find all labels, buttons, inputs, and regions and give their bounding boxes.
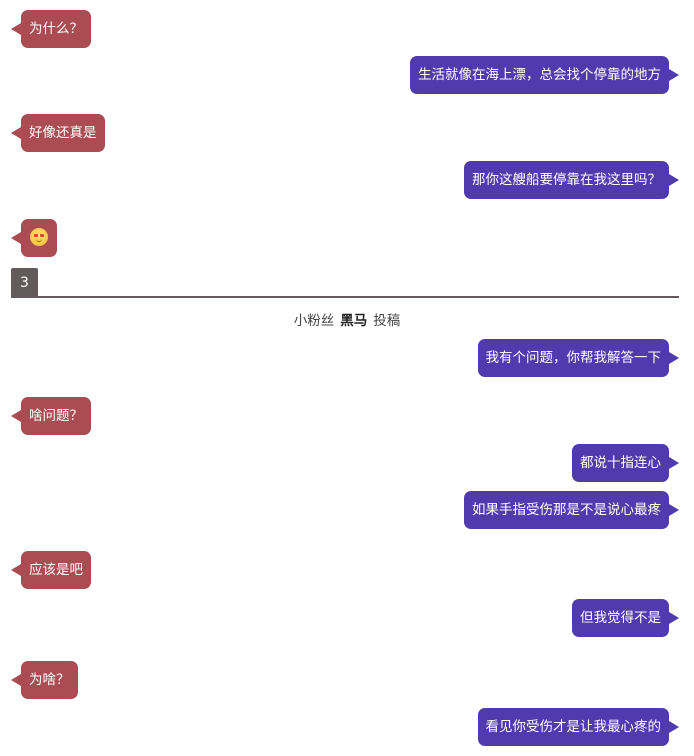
section-number-badge: 3 — [11, 268, 38, 298]
credit-suffix: 投稿 — [373, 313, 401, 329]
blushing-face-emoji-icon — [30, 227, 48, 246]
message-bubble-left: 啥问题？ — [11, 397, 91, 435]
message-bubble-right: 都说十指连心 — [572, 444, 679, 482]
message-bubble-right: 看见你受伤才是让我最心疼的 — [477, 708, 679, 746]
credit-author: 黑马 — [340, 313, 368, 329]
message-bubble-right: 生活就像在海上漂，总会找个停靠的地方 — [410, 56, 679, 94]
credit-prefix: 小粉丝 — [293, 313, 335, 329]
message-bubble-right: 如果手指受伤那是不是说心最疼 — [464, 491, 679, 529]
message-bubble-right: 我有个问题，你帮我解答一下 — [477, 339, 679, 377]
message-bubble-left: 好像还真是 — [11, 114, 105, 152]
section-divider — [11, 296, 679, 298]
message-bubble-left — [11, 219, 57, 257]
message-bubble-left: 为啥？ — [11, 661, 78, 699]
message-bubble-left: 为什么？ — [11, 10, 91, 48]
message-bubble-left: 应该是吧 — [11, 551, 91, 589]
message-bubble-right: 那你这艘船要停靠在我这里吗？ — [464, 161, 679, 199]
message-bubble-right: 但我觉得不是 — [572, 599, 679, 637]
contributor-credit: 小粉丝黑马投稿 — [0, 309, 694, 329]
